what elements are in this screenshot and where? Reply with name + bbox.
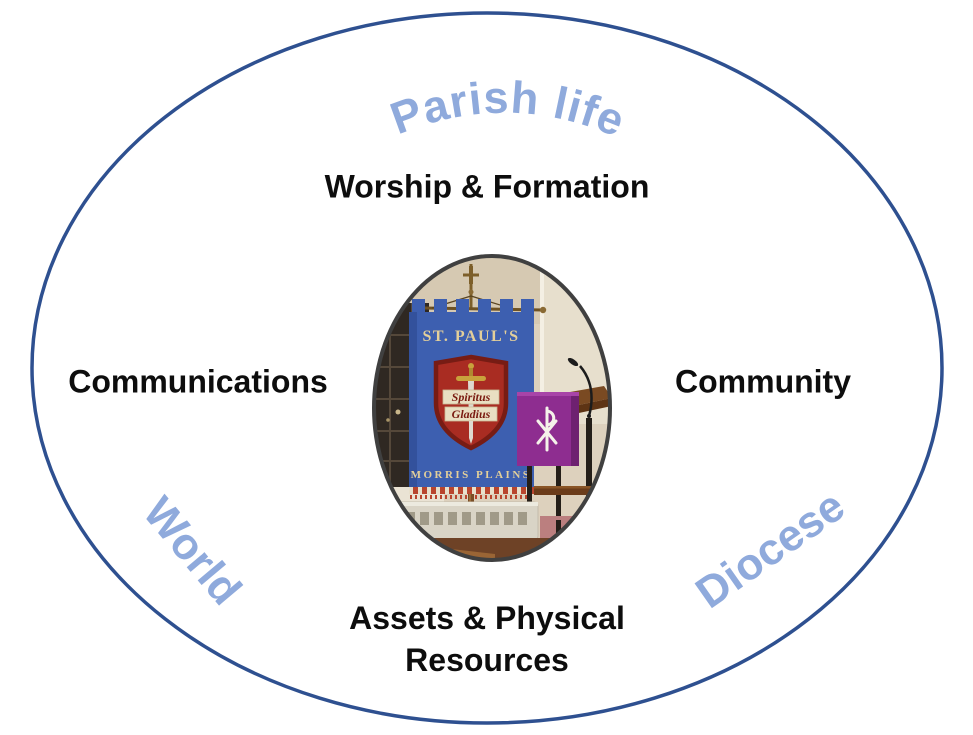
chi-rho-icon: [536, 406, 558, 452]
sword-tip: [469, 421, 473, 444]
ring-label-parish-life: Parish life: [384, 71, 633, 146]
area-label-assets-resources: Assets & Physical Resources: [277, 597, 697, 681]
lectern-fall: [517, 392, 579, 466]
banner-footer: MORRIS PLAINS: [411, 469, 532, 481]
photo-door-frame: [540, 256, 544, 414]
area-label-worship-formation: Worship & Formation: [324, 168, 650, 205]
ring-label-world: World: [134, 488, 251, 614]
radiator: [397, 501, 539, 541]
area-label-community: Community: [675, 363, 851, 400]
microphone-icon: [567, 357, 593, 418]
ring-label-diocese: Diocese: [687, 481, 853, 618]
area-label-communications: Communications: [68, 363, 328, 400]
outer-ellipse: [30, 11, 944, 725]
motto-line-2: Gladius: [452, 407, 491, 421]
motto-line-1: Spiritus: [452, 390, 491, 404]
shield-scrolls: Spiritus Gladius: [442, 389, 500, 444]
photo-ring-border: [372, 254, 612, 562]
banner-title: ST. PAUL'S: [422, 328, 519, 345]
assets-label-line-2: Resources: [405, 642, 569, 678]
parish-banner: ST. PAUL'S Spiritus Gladius: [409, 299, 534, 560]
banner-cross-finial: [463, 264, 479, 310]
assets-label-line-1: Assets & Physical: [349, 600, 625, 636]
